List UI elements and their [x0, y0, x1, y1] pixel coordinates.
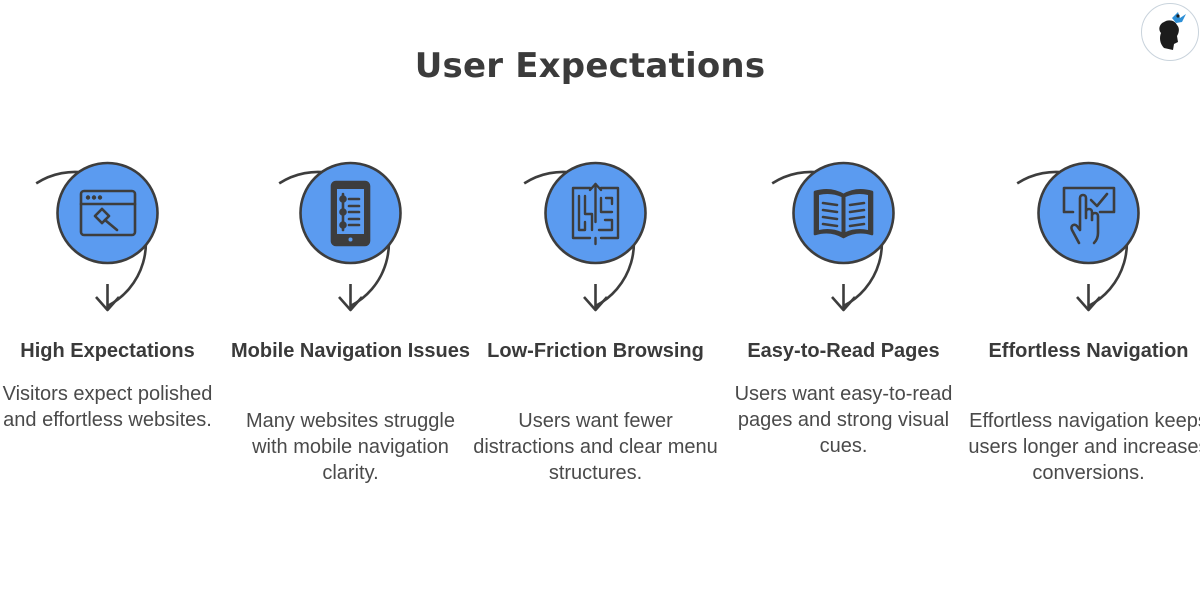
- step-effortless-navigation: Effortless Navigation Effortless navigat…: [966, 138, 1200, 538]
- step-description: Users want fewer distractions and clear …: [473, 410, 718, 484]
- step-title: Mobile Navigation Issues: [231, 340, 470, 362]
- step-description: Users want easy-to-read pages and strong…: [734, 383, 953, 457]
- step-description: Visitors expect polished and effortless …: [2, 383, 213, 431]
- step-title: Effortless Navigation: [988, 340, 1189, 362]
- step-graphic: [771, 161, 895, 312]
- step-easy-to-read-pages: Easy-to-Read Pages Users want easy-to-re…: [721, 138, 966, 538]
- hand-checkbox-icon: [1062, 186, 1116, 245]
- step-low-friction-browsing: Low-Friction Browsing Users want fewer d…: [473, 138, 718, 538]
- maze-icon: [571, 182, 620, 246]
- step-graphic: [523, 161, 647, 312]
- step-title: Easy-to-Read Pages: [747, 340, 940, 362]
- step-high-expectations: High Expectations Visitors expect polish…: [0, 138, 230, 538]
- browser-hammer-icon: [79, 189, 137, 237]
- step-graphic: [278, 161, 402, 312]
- open-book-icon: [813, 189, 874, 239]
- step-title: High Expectations: [20, 340, 195, 362]
- step-mobile-navigation-issues: Mobile Navigation Issues Many websites s…: [228, 138, 473, 538]
- step-description: Many websites struggle with mobile navig…: [246, 410, 455, 484]
- step-title: Low-Friction Browsing: [487, 340, 704, 362]
- mobile-list-icon: [330, 180, 371, 247]
- page-title: User Expectations: [414, 46, 766, 86]
- step-description: Effortless navigation keeps users longer…: [968, 410, 1200, 484]
- step-graphic: [35, 161, 159, 312]
- step-graphic: [1016, 161, 1140, 312]
- logo-icon: [1141, 3, 1199, 61]
